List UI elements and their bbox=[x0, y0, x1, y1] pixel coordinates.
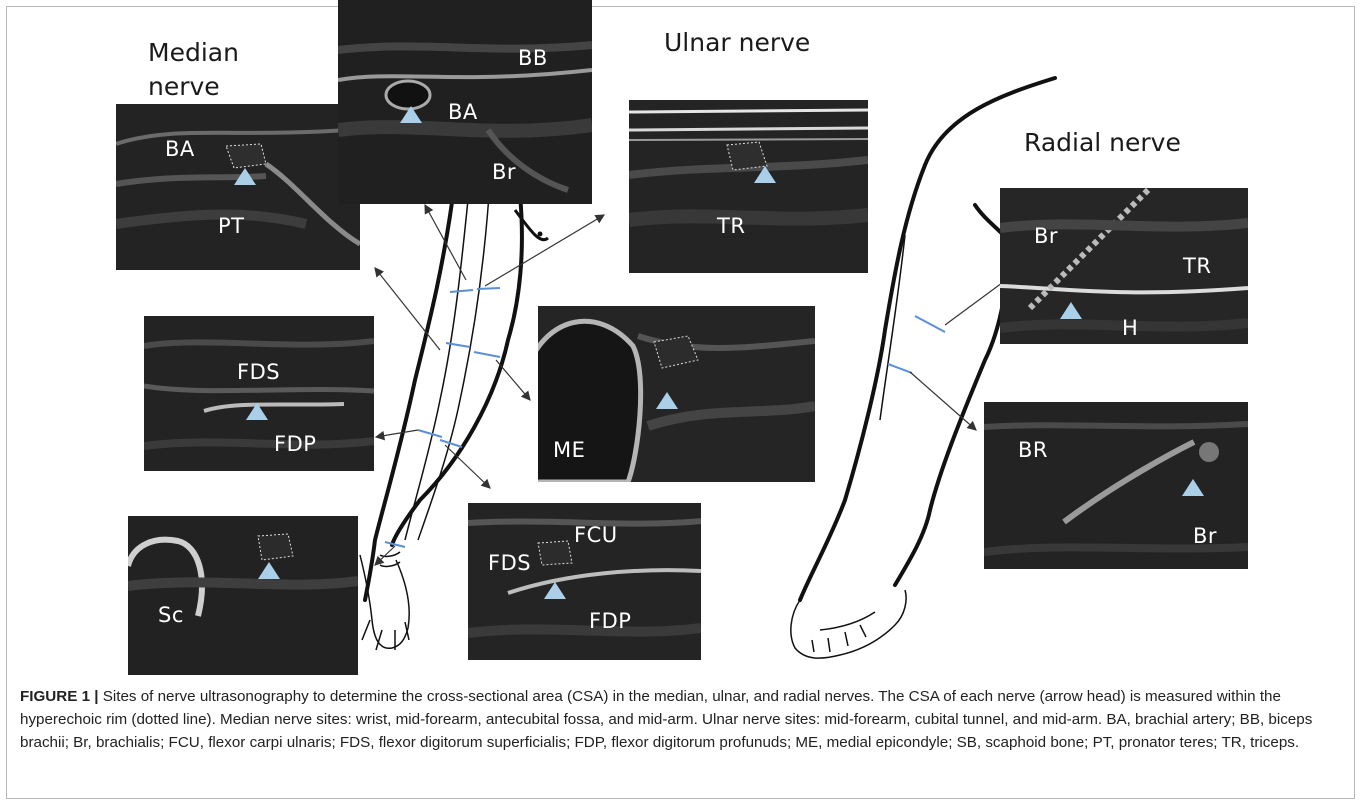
label-p2-br: Br bbox=[492, 160, 516, 184]
arrowhead-p1 bbox=[234, 168, 256, 185]
label-p9-fcu: FCU bbox=[574, 523, 618, 547]
ultrasound-median-wrist bbox=[128, 516, 358, 675]
arrowhead-p7 bbox=[1182, 479, 1204, 496]
label-p2-ba: BA bbox=[448, 100, 478, 124]
label-p4-br: Br bbox=[1034, 224, 1058, 248]
label-p9-fds: FDS bbox=[488, 551, 531, 575]
label-p3-tr: TR bbox=[717, 214, 745, 238]
figure-1: Median nerve Ulnar nerve Radial nerve bbox=[0, 0, 1363, 670]
label-p1-ba: BA bbox=[165, 137, 195, 161]
caption-text: Sites of nerve ultrasonography to determ… bbox=[20, 688, 1312, 751]
label-p8-sc: Sc bbox=[158, 603, 184, 627]
label-p5-fds: FDS bbox=[237, 360, 280, 384]
label-p2-bb: BB bbox=[518, 46, 548, 70]
ultrasound-ulnar-mid-arm bbox=[629, 100, 868, 273]
label-p1-pt: PT bbox=[218, 214, 245, 238]
label-p7-br-upper: BR bbox=[1018, 438, 1048, 462]
label-p4-tr: TR bbox=[1183, 254, 1211, 278]
arrowhead-p8 bbox=[258, 562, 280, 579]
label-p6-me: ME bbox=[553, 438, 585, 462]
figure-caption: FIGURE 1 | Sites of nerve ultrasonograph… bbox=[20, 685, 1340, 754]
arrowhead-p9 bbox=[544, 582, 566, 599]
label-p4-h: H bbox=[1122, 316, 1138, 340]
caption-figure-label: FIGURE 1 | bbox=[20, 688, 99, 705]
label-p5-fdp: FDP bbox=[274, 432, 316, 456]
arrowhead-p3 bbox=[754, 166, 776, 183]
label-p9-fdp: FDP bbox=[589, 609, 631, 633]
right-arm-markers bbox=[888, 316, 945, 373]
arrowhead-p4 bbox=[1060, 302, 1082, 319]
label-p7-br: Br bbox=[1193, 524, 1217, 548]
arrowhead-p5 bbox=[246, 403, 268, 420]
ultrasound-median-mid-forearm bbox=[144, 316, 374, 471]
arrowhead-p2 bbox=[400, 106, 422, 123]
arrowhead-p6 bbox=[656, 392, 678, 409]
ultrasound-median-mid-arm bbox=[116, 104, 360, 270]
